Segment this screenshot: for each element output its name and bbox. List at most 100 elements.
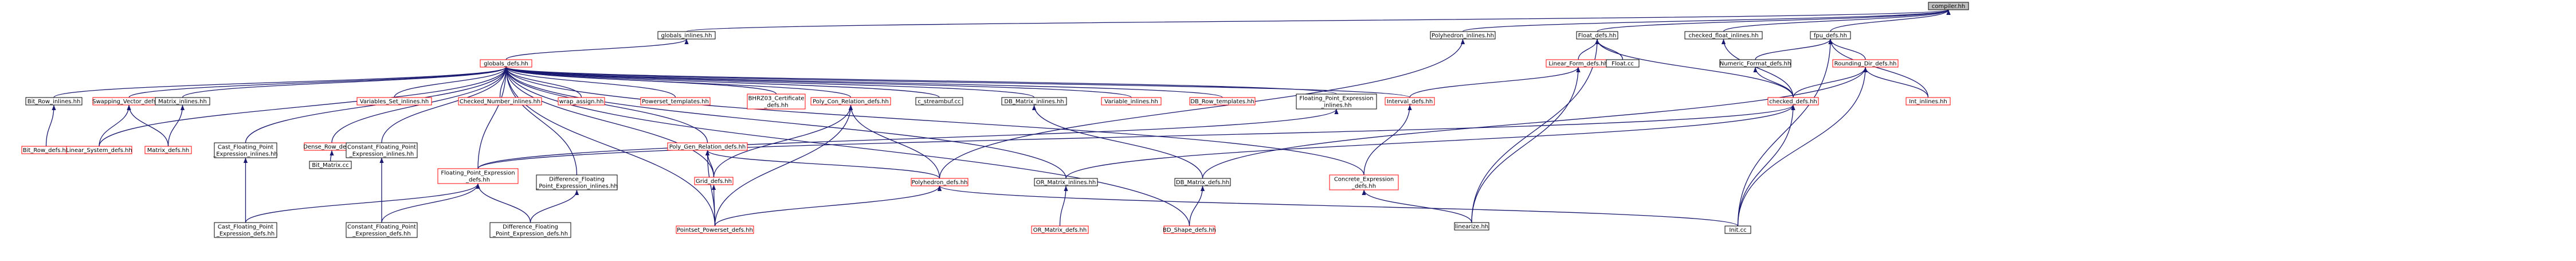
node-box-Difference_Floating_Point_Expression_inlines_hh: [536, 174, 618, 190]
node-Variables_Set_inlines_hh[interactable]: Variables_Set_inlines.hh: [356, 97, 432, 106]
edge-globals_defs_hh-to-Poly_Gen_Relation_defs_hh: [504, 67, 708, 143]
node-Matrix_defs_hh[interactable]: Matrix_defs.hh: [144, 146, 192, 154]
node-box-Bit_Matrix_cc: [309, 161, 352, 169]
edge-Concrete_Expression_defs_hh-to-linearize_hh: [1362, 189, 1472, 223]
node-Floating_Point_Expression_inlines_hh[interactable]: Floating_Point_Expression_inlines.hh: [1296, 94, 1377, 110]
node-Cast_Floating_Point_Expression_inlines_hh[interactable]: Cast_Floating_Point_Expression_inlines.h…: [213, 142, 278, 158]
node-box-Constant_Floating_Point_Expression_defs_hh: [346, 222, 418, 238]
node-label-Powerset_templates_hh-0: Powerset_templates.hh: [642, 99, 709, 105]
edge-globals_defs_hh-to-wrap_assign_hh: [504, 67, 582, 98]
node-Floating_Point_Expression_defs_hh[interactable]: Floating_Point_Expression_defs.hh: [437, 168, 519, 184]
node-Difference_Floating_Point_Expression_inlines_hh[interactable]: Difference_Floating_Point_Expression_inl…: [535, 174, 618, 190]
node-OR_Matrix_defs_hh[interactable]: OR_Matrix_defs.hh: [1031, 225, 1089, 234]
node-DB_Matrix_defs_hh[interactable]: DB_Matrix_defs.hh: [1174, 178, 1231, 186]
node-label-Bit_Row_inlines_hh-0: Bit_Row_inlines.hh: [28, 99, 81, 105]
node-label-Dense_Row_defs_hh-0: Dense_Row_defs.hh: [303, 144, 360, 150]
node-label-Floating_Point_Expression_defs_hh-0: Floating_Point_Expression: [441, 170, 515, 177]
node-compiler_hh[interactable]: compiler.hh: [1928, 2, 1969, 10]
node-box-Floating_Point_Expression_inlines_hh: [1296, 94, 1377, 110]
node-label-Linear_Form_defs_hh-0: Linear_Form_defs.hh: [1548, 61, 1607, 67]
node-Constant_Floating_Point_Expression_defs_hh[interactable]: Constant_Floating_Point_Expression_defs.…: [346, 222, 418, 238]
edge-globals_defs_hh-to-Linear_System_defs_hh: [99, 67, 508, 147]
node-checked_float_inlines_hh[interactable]: checked_float_inlines.hh: [1684, 31, 1763, 40]
node-Constant_Floating_Point_Expression_inlines_hh[interactable]: Constant_Floating_Point_Expression_inlin…: [346, 142, 418, 158]
node-label-Floating_Point_Expression_inlines_hh-0: Floating_Point_Expression: [1299, 96, 1373, 102]
node-c_streambuf_cc[interactable]: c_streambuf.cc: [915, 97, 963, 106]
node-label-Variables_Set_inlines_hh-0: Variables_Set_inlines.hh: [360, 99, 429, 105]
node-wrap_assign_hh[interactable]: wrap_assign.hh: [558, 97, 605, 106]
node-Variable_inlines_hh[interactable]: Variable_inlines.hh: [1101, 97, 1162, 106]
node-Linear_System_defs_hh[interactable]: Linear_System_defs.hh: [66, 146, 132, 154]
node-Linear_Form_defs_hh[interactable]: Linear_Form_defs.hh: [1546, 59, 1611, 68]
node-Poly_Gen_Relation_defs_hh[interactable]: Poly_Gen_Relation_defs.hh: [667, 142, 748, 151]
node-Init_cc[interactable]: Init.cc: [1724, 225, 1751, 234]
edge-Rounding_Dir_defs_hh-to-Init_cc: [1737, 67, 1868, 227]
node-BD_Shape_defs_hh[interactable]: BD_Shape_defs.hh: [1163, 225, 1216, 234]
node-globals_inlines_hh[interactable]: globals_inlines.hh: [657, 31, 716, 40]
node-fpu_defs_hh[interactable]: fpu_defs.hh: [1810, 31, 1851, 40]
node-Powerset_templates_hh[interactable]: Powerset_templates.hh: [640, 97, 711, 106]
edge-Float_defs_hh-to-Linear_Form_defs_hh: [1578, 38, 1599, 60]
node-Float_cc[interactable]: Float.cc: [1606, 59, 1640, 68]
edge-globals_defs_hh-to-Floating_Point_Expression_defs_hh: [477, 67, 508, 169]
node-linearize_hh[interactable]: linearize.hh: [1454, 222, 1489, 231]
node-box-globals_defs_hh: [480, 59, 532, 68]
node-label-Float_defs_hh-0: Float_defs.hh: [1578, 33, 1617, 39]
node-label-Numeric_Format_defs_hh-0: Numeric_Format_defs.hh: [1720, 61, 1791, 67]
node-Poly_Con_Relation_defs_hh[interactable]: Poly_Con_Relation_defs.hh: [810, 97, 891, 106]
node-Dense_Row_defs_hh[interactable]: Dense_Row_defs.hh: [303, 142, 360, 151]
node-Polyhedron_defs_hh[interactable]: Polyhedron_defs.hh: [911, 178, 969, 186]
node-label-Poly_Gen_Relation_defs_hh-0: Poly_Gen_Relation_defs.hh: [669, 144, 746, 150]
node-label-Cast_Floating_Point_Expression_defs_hh-0: Cast_Floating_Point: [218, 224, 273, 231]
node-Swapping_Vector_defs_hh[interactable]: Swapping_Vector_defs.hh: [92, 97, 166, 106]
node-Rounding_Dir_defs_hh[interactable]: Rounding_Dir_defs.hh: [1832, 59, 1899, 68]
node-box-Bit_Row_inlines_hh: [25, 97, 83, 106]
node-Grid_defs_hh[interactable]: Grid_defs.hh: [694, 177, 734, 185]
edge-Floating_Point_Expression_defs_hh-to-Difference_Floating_Point_Expression_defs_hh: [476, 183, 531, 223]
node-label-Init_cc-0: Init.cc: [1729, 227, 1746, 233]
edge-checked_defs_hh-to-Init_cc: [1737, 104, 1795, 227]
node-OR_Matrix_inlines_hh[interactable]: OR_Matrix_inlines.hh: [1034, 178, 1098, 186]
node-checked_defs_hh[interactable]: checked_defs.hh: [1767, 97, 1819, 106]
node-Bit_Row_defs_hh[interactable]: Bit_Row_defs.hh: [21, 146, 71, 154]
node-Difference_Floating_Point_Expression_defs_hh[interactable]: Difference_Floating_Point_Expression_def…: [489, 222, 571, 238]
node-DB_Row_templates_hh[interactable]: DB_Row_templates.hh: [1189, 97, 1256, 106]
node-globals_defs_hh[interactable]: globals_defs.hh: [480, 59, 532, 68]
edge-globals_defs_hh-to-Bit_Row_inlines_hh: [53, 67, 508, 98]
edge-compiler_hh-to-Float_defs_hh: [1597, 9, 1951, 32]
node-BHRZ03_Certificate_defs_hh[interactable]: BHRZ03_Certificate_defs.hh: [747, 94, 806, 110]
edge-globals_defs_hh-to-Poly_Con_Relation_defs_hh: [504, 67, 852, 98]
edge-globals_defs_hh-to-Interval_defs_hh: [504, 67, 1410, 98]
node-label-Checked_Number_inlines_hh-0: Checked_Number_inlines.hh: [460, 99, 540, 105]
node-Polyhedron_inlines_hh[interactable]: Polyhedron_inlines.hh: [1430, 31, 1496, 40]
edge-globals_defs_hh-to-Variable_inlines_hh: [504, 67, 1132, 98]
node-box-checked_defs_hh: [1767, 97, 1819, 106]
node-DB_Matrix_inlines_hh[interactable]: DB_Matrix_inlines.hh: [1001, 97, 1067, 106]
node-box-Linear_System_defs_hh: [66, 146, 132, 154]
node-box-Int_inlines_hh: [1905, 97, 1951, 106]
edge-Polyhedron_inlines_hh-to-Polyhedron_defs_hh: [939, 38, 1465, 179]
node-box-Matrix_defs_hh: [144, 146, 192, 154]
node-label-linearize_hh-0: linearize.hh: [1455, 224, 1488, 230]
edge-Poly_Con_Relation_defs_hh-to-Grid_defs_hh: [713, 104, 853, 178]
node-Bit_Row_inlines_hh[interactable]: Bit_Row_inlines.hh: [25, 97, 83, 106]
edge-DB_Matrix_inlines_hh-to-DB_Matrix_defs_hh: [1032, 104, 1203, 179]
node-Int_inlines_hh[interactable]: Int_inlines.hh: [1905, 97, 1951, 106]
node-label-Difference_Floating_Point_Expression_defs_hh-1: _Point_Expression_defs.hh: [492, 231, 568, 237]
node-Concrete_Expression_defs_hh[interactable]: Concrete_Expression_defs.hh: [1329, 174, 1399, 190]
node-Bit_Matrix_cc[interactable]: Bit_Matrix.cc: [309, 161, 352, 169]
node-label-Linear_System_defs_hh-0: Linear_System_defs.hh: [66, 147, 132, 154]
node-Checked_Number_inlines_hh[interactable]: Checked_Number_inlines.hh: [458, 97, 542, 106]
node-Float_defs_hh[interactable]: Float_defs.hh: [1576, 31, 1618, 40]
node-label-Poly_Con_Relation_defs_hh-0: Poly_Con_Relation_defs.hh: [813, 99, 889, 105]
node-label-OR_Matrix_inlines_hh-0: OR_Matrix_inlines.hh: [1036, 180, 1096, 186]
node-box-Matrix_inlines_hh: [155, 97, 210, 106]
node-box-Variable_inlines_hh: [1101, 97, 1162, 106]
node-Numeric_Format_defs_hh[interactable]: Numeric_Format_defs.hh: [1719, 59, 1791, 68]
node-Pointset_Powerset_defs_hh[interactable]: Pointset_Powerset_defs.hh: [676, 225, 754, 234]
node-Matrix_inlines_hh[interactable]: Matrix_inlines.hh: [155, 97, 210, 106]
edge-Linear_Form_defs_hh-to-Interval_defs_hh: [1409, 67, 1581, 98]
node-Cast_Floating_Point_Expression_defs_hh[interactable]: Cast_Floating_Point_Expression_defs.hh: [214, 222, 277, 238]
node-box-Interval_defs_hh: [1385, 97, 1435, 106]
node-Interval_defs_hh[interactable]: Interval_defs.hh: [1385, 97, 1435, 106]
